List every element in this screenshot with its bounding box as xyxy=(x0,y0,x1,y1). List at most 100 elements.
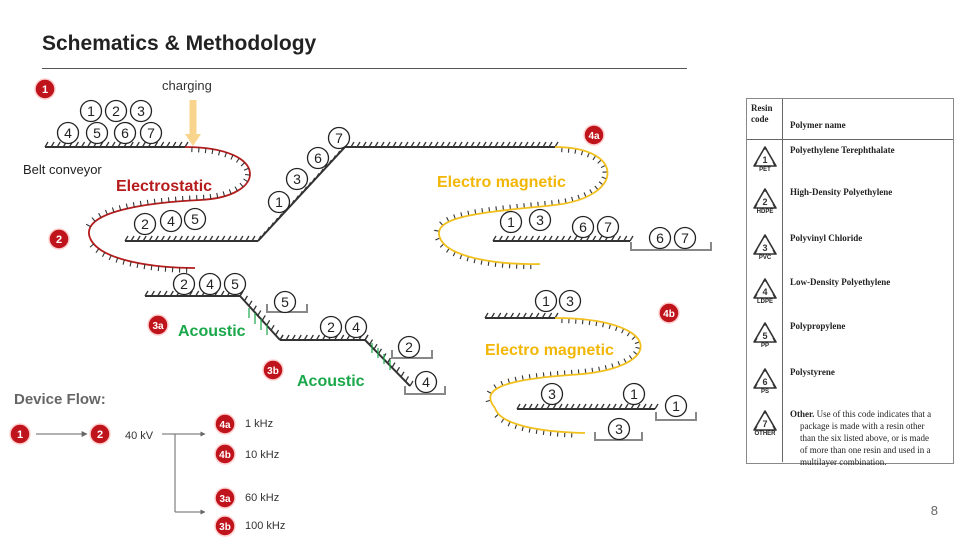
particle-after-electrostatic: 5 xyxy=(183,207,207,231)
bin-acoustic-b-bottom xyxy=(404,386,446,395)
charging-label: charging xyxy=(162,78,212,93)
belt-em-bottom xyxy=(516,403,659,410)
particle-em-bottom-belt: 3 xyxy=(540,382,564,406)
particle-feed: 4 xyxy=(56,121,80,145)
curve-hatching xyxy=(85,147,641,438)
acoustic-emitter-b xyxy=(371,343,391,370)
particle-em-bottom-bin: 3 xyxy=(607,417,631,441)
svg-text:6: 6 xyxy=(121,125,129,141)
recycle-triangle-icon: 7 xyxy=(753,410,777,431)
resin-abbreviation: PP xyxy=(760,343,769,349)
resin-abbreviation: PVC xyxy=(758,255,772,261)
svg-text:3: 3 xyxy=(548,386,556,402)
svg-text:3: 3 xyxy=(137,103,145,119)
svg-text:7: 7 xyxy=(335,130,343,146)
svg-text:1: 1 xyxy=(17,429,23,441)
flow-freq-3b: 100 kHz xyxy=(245,520,285,532)
recycle-triangle-icon: 3 xyxy=(753,234,777,255)
electromagnetic-curve-top xyxy=(438,146,609,265)
svg-text:2: 2 xyxy=(405,339,413,355)
particle-em-top-belt: 7 xyxy=(596,215,620,239)
electromagnetic-curve-bottom-tail xyxy=(494,407,586,434)
particle-em-bottom-out: 1 xyxy=(664,394,688,418)
polymer-name: Other. Use of this code indicates that a… xyxy=(790,409,932,467)
svg-text:6: 6 xyxy=(579,219,587,235)
particle-em-bottom-belt: 1 xyxy=(622,382,646,406)
particle-ramp: 7 xyxy=(327,126,351,150)
svg-text:3: 3 xyxy=(293,171,301,187)
svg-text:4: 4 xyxy=(352,319,360,335)
svg-text:3: 3 xyxy=(566,293,574,309)
svg-text:4: 4 xyxy=(762,287,767,297)
bin-em-bottom-right xyxy=(655,412,697,421)
svg-text:5: 5 xyxy=(191,211,199,227)
flow-freq-4a: 1 kHz xyxy=(245,418,273,430)
particle-em-top-belt: 1 xyxy=(499,210,523,234)
polymer-name-header: Polymer name xyxy=(790,120,846,130)
polymer-name: Low-Density Polyethylene xyxy=(790,277,891,287)
particle-em-bottom-in: 3 xyxy=(558,289,582,313)
particle-after-electrostatic: 4 xyxy=(159,209,183,233)
svg-text:4a: 4a xyxy=(219,420,231,431)
flow-badge-4b: 4b xyxy=(214,443,236,465)
resin-abbreviation: HDPE xyxy=(756,209,774,215)
electrostatic-curve-upper xyxy=(88,146,251,239)
resin-abbreviation: PS xyxy=(760,389,769,395)
particle-feed: 3 xyxy=(129,99,153,123)
stage-badge-4b: 4b xyxy=(658,302,680,324)
electromagnetic-label-bottom: Electro magnetic xyxy=(485,342,614,359)
slide-title: Schematics & Methodology xyxy=(42,32,317,55)
particle-acoustic-b-top: 2 xyxy=(397,335,421,359)
flow-freq-4b: 10 kHz xyxy=(245,449,279,461)
polymer-name: Polystyrene xyxy=(790,367,835,377)
particle-mid-belt: 2 xyxy=(319,315,343,339)
particle-lower-belt: 5 xyxy=(223,272,247,296)
resin-abbreviation: PET xyxy=(759,167,771,173)
title-divider xyxy=(42,68,687,69)
stage-badge-2: 2 xyxy=(48,228,70,250)
particle-em-top-belt: 6 xyxy=(571,215,595,239)
svg-text:4b: 4b xyxy=(663,309,675,320)
svg-text:4: 4 xyxy=(64,125,72,141)
resin-abbreviation: OTHER xyxy=(754,431,776,437)
svg-text:6: 6 xyxy=(314,150,322,166)
svg-text:2: 2 xyxy=(180,276,188,292)
bin-acoustic-b-top xyxy=(391,350,433,359)
belt-em-top xyxy=(492,235,634,242)
acoustic-label-b: Acoustic xyxy=(297,373,365,390)
svg-text:6: 6 xyxy=(656,230,664,246)
svg-text:3b: 3b xyxy=(267,366,279,377)
stage-badge-3a: 3a xyxy=(147,314,169,336)
stage-badge-4a: 4a xyxy=(583,124,605,146)
svg-text:2: 2 xyxy=(112,103,120,119)
svg-text:4: 4 xyxy=(206,276,214,292)
svg-text:1: 1 xyxy=(762,155,767,165)
recycle-triangle-icon: 4 xyxy=(753,278,777,299)
svg-text:2: 2 xyxy=(56,234,62,246)
acoustic-emitter-a xyxy=(248,308,268,335)
svg-text:2: 2 xyxy=(141,216,149,232)
resin-table-header: Resin code Polymer name xyxy=(747,99,953,140)
flow-badge-3b: 3b xyxy=(214,515,236,537)
particle-ramp: 6 xyxy=(306,146,330,170)
svg-text:3a: 3a xyxy=(152,321,164,332)
flow-voltage: 40 kV xyxy=(125,430,154,442)
svg-text:3: 3 xyxy=(615,421,623,437)
svg-text:4b: 4b xyxy=(219,450,231,461)
particle-ramp: 3 xyxy=(285,167,309,191)
particle-feed: 7 xyxy=(139,121,163,145)
particle-feed: 5 xyxy=(85,121,109,145)
particle-em-top-out: 7 xyxy=(673,226,697,250)
